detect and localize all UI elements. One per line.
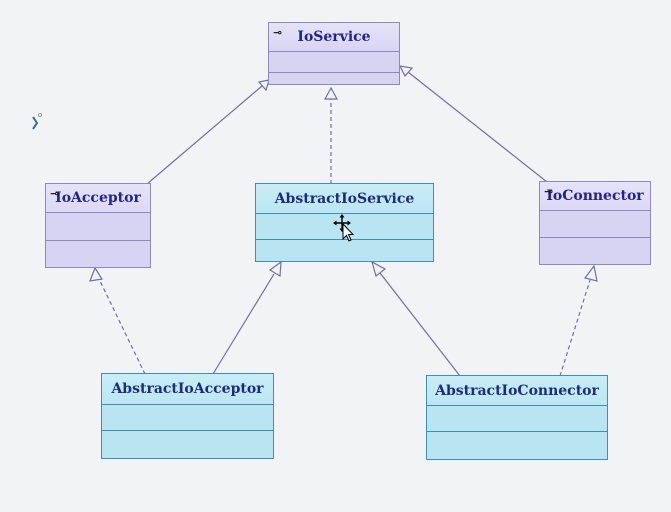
class-box-ioacceptor[interactable]: ⊸ IoAcceptor <box>45 183 151 268</box>
relation-abstractioacceptor-to-abstractioservice <box>212 273 275 375</box>
attributes-compartment <box>427 405 607 431</box>
class-box-ioservice[interactable]: ⊸ IoService <box>268 22 400 85</box>
relation-ioacceptor-to-ioservice <box>146 85 263 185</box>
class-name: IoService <box>297 29 371 45</box>
hollow-arrowhead <box>398 65 414 78</box>
hollow-arrowhead <box>583 264 598 282</box>
attributes-compartment <box>102 404 273 430</box>
attributes-compartment <box>269 51 399 72</box>
hollow-arrowhead <box>268 260 282 278</box>
class-name: AbstractIoService <box>274 190 415 207</box>
attributes-compartment <box>46 212 150 240</box>
operations-compartment <box>540 237 650 264</box>
edge-marker-icon <box>32 113 42 130</box>
operations-compartment <box>427 431 607 459</box>
attributes-compartment <box>540 210 650 237</box>
class-box-abstractioconnector[interactable]: AbstractIoConnector <box>426 375 608 460</box>
operations-compartment <box>46 240 150 267</box>
operations-compartment <box>256 239 433 261</box>
class-name: IoConnector <box>546 188 644 204</box>
hollow-arrowhead <box>371 260 387 278</box>
class-box-ioconnector[interactable]: ⊸ IoConnector <box>539 181 651 265</box>
key-icon: ⊸ <box>50 187 60 200</box>
class-name: IoAcceptor <box>55 190 141 206</box>
relation-abstractioacceptor-to-ioacceptor <box>99 280 146 375</box>
class-name: AbstractIoAcceptor <box>111 381 264 397</box>
class-name: AbstractIoConnector <box>435 382 599 399</box>
hollow-arrowhead <box>257 79 270 92</box>
hollow-arrowhead <box>89 266 103 282</box>
relation-ioconnector-to-ioservice <box>407 71 548 183</box>
relation-abstractioconnector-to-abstractioservice <box>379 272 461 377</box>
operations-compartment <box>269 72 399 84</box>
class-header: ⊸ IoConnector <box>540 182 650 210</box>
operations-compartment <box>102 430 273 458</box>
key-icon: ⊸ <box>544 185 554 198</box>
key-icon: ⊸ <box>273 26 283 39</box>
class-header: ⊸ IoAcceptor <box>46 184 150 212</box>
class-header: AbstractIoConnector <box>427 376 607 405</box>
class-box-abstractioacceptor[interactable]: AbstractIoAcceptor <box>101 373 274 459</box>
move-cursor-icon <box>333 214 355 242</box>
class-header: ⊸ IoService <box>269 23 399 51</box>
relation-abstractioconnector-to-ioconnector <box>559 279 591 377</box>
hollow-arrowhead <box>323 86 339 100</box>
class-header: AbstractIoService <box>256 184 433 213</box>
class-header: AbstractIoAcceptor <box>102 374 273 404</box>
